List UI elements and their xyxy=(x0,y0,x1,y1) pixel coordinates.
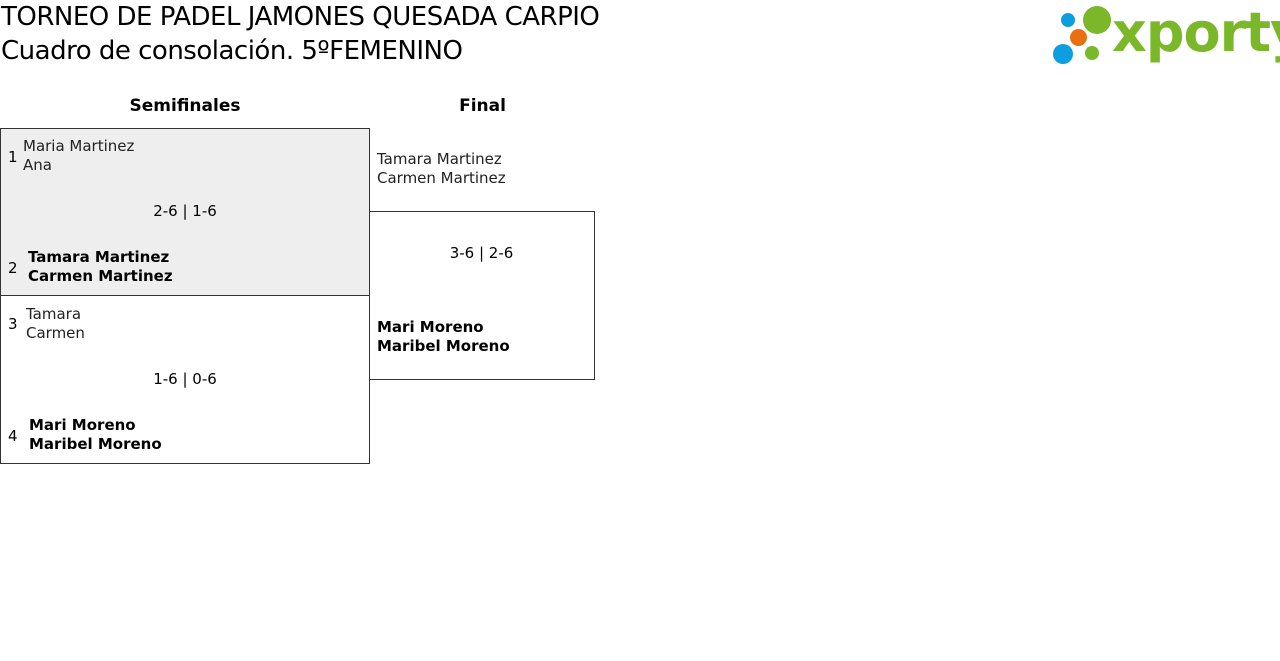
player-name: Carmen xyxy=(26,324,85,342)
tournament-title: TORNEO DE PADEL JAMONES QUESADA CARPIO xyxy=(1,2,600,32)
draw-subtitle: Cuadro de consolación. 5ºFEMENINO xyxy=(1,36,463,66)
match-score: 3-6 | 2-6 xyxy=(449,244,514,262)
match-score: 2-6 | 1-6 xyxy=(153,202,217,220)
player-name: Ana xyxy=(23,156,52,174)
player-name: Carmen Martinez xyxy=(28,267,173,285)
player-name: Maria Martinez xyxy=(23,137,135,155)
player-name: Maribel Moreno xyxy=(29,435,162,453)
seed-number: 4 xyxy=(8,427,18,445)
logo-dot-icon xyxy=(1085,46,1099,60)
match-score: 1-6 | 0-6 xyxy=(153,370,217,388)
logo-dot-icon xyxy=(1083,6,1111,34)
player-name: Mari Moreno xyxy=(29,416,136,434)
logo-dot-icon xyxy=(1053,44,1073,64)
seed-number: 1 xyxy=(8,148,18,166)
seed-number: 2 xyxy=(8,259,18,277)
player-name: Tamara xyxy=(26,305,82,323)
player-name: Tamara Martinez xyxy=(377,150,502,168)
seed-number: 3 xyxy=(8,315,18,333)
logo-dot-icon xyxy=(1070,29,1087,46)
round-header-semifinals: Semifinales xyxy=(129,96,241,116)
round-header-final: Final xyxy=(459,96,506,116)
logo-text: xporty xyxy=(1112,1,1280,64)
player-name: Maribel Moreno xyxy=(377,337,510,355)
player-name: Mari Moreno xyxy=(377,318,484,336)
logo-dot-icon xyxy=(1061,13,1075,27)
player-name: Carmen Martinez xyxy=(377,169,506,187)
player-name: Tamara Martinez xyxy=(28,248,170,266)
